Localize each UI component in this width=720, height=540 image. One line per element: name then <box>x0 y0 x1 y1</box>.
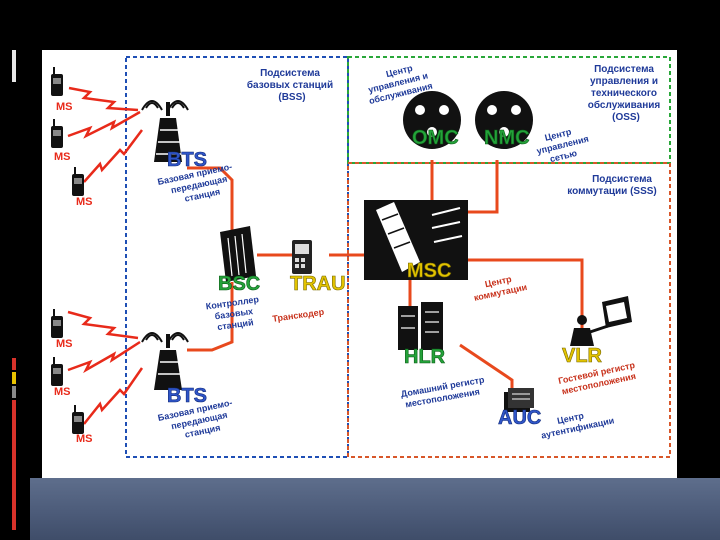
ms-label: MS <box>76 196 93 208</box>
auc-node: AUC Центр аутентификации <box>498 388 615 441</box>
slide-rule-top <box>12 50 16 82</box>
mobile-phone-icon <box>72 167 84 196</box>
slide-rule-gray <box>12 386 16 398</box>
gsm-architecture-diagram: Подсистема базовых станций (BSS) Подсист… <box>42 50 677 478</box>
server-rack-icon <box>220 226 256 282</box>
switching-center-icon <box>364 200 468 280</box>
person-monitor-icon <box>570 296 632 346</box>
link-nmc-msc <box>467 160 499 214</box>
radio-links <box>67 86 144 425</box>
ms-label: MS <box>76 433 93 445</box>
nmc-acronym: NMC <box>484 127 530 149</box>
bss-title-line2: базовых станций <box>247 79 333 91</box>
mobile-phone-icon <box>51 119 63 148</box>
msc-acronym: MSC <box>407 260 451 282</box>
vlr-node: VLR Гостевой регистр местоположения <box>557 296 637 396</box>
trau-node: TRAU Транскодер <box>272 240 346 324</box>
nmc-reel-icon <box>475 91 533 149</box>
bts-top-acronym: BTS <box>167 149 207 171</box>
mobile-phone-icon <box>51 309 63 338</box>
mobile-station-bottom-1: MS <box>51 309 73 350</box>
bss-title-line1: Подсистема <box>260 68 320 79</box>
antenna-tower-icon <box>141 332 189 390</box>
hlr-acronym: HLR <box>404 346 446 368</box>
bts-top: BTS Базовая приемо- передающая станция <box>141 100 233 204</box>
nmc-node: NMC Центр управления сетью <box>475 91 590 164</box>
mobile-phone-icon <box>51 357 63 386</box>
omc-node: OMC Центр управления и обслуживания <box>367 63 461 149</box>
ms-label: MS <box>56 338 73 350</box>
oss-title-line3: технического <box>591 88 657 99</box>
connection-lines <box>187 160 584 392</box>
antenna-tower-icon <box>141 100 189 162</box>
msc-node: MSC Центр коммутации <box>364 200 528 303</box>
oss-title-line1: Подсистема <box>594 64 654 75</box>
bsc-node: BSC Контроллер базовых станций <box>205 226 261 332</box>
sss-border <box>347 162 671 458</box>
oss-title-line5: (OSS) <box>612 112 640 123</box>
auc-acronym: AUC <box>498 407 541 429</box>
link-msc-vlr <box>467 258 584 330</box>
mobile-station-top-1: MS <box>51 67 73 113</box>
server-rack-icon <box>398 302 443 350</box>
link-bts-top-bsc <box>187 166 234 232</box>
document-stack-icon <box>504 388 534 412</box>
trau-acronym: TRAU <box>290 273 346 295</box>
sss-title-line1: Подсистема <box>592 174 652 185</box>
slide-footer-band <box>30 478 720 540</box>
slide-rule-yellow <box>12 372 16 384</box>
omc-acronym: OMC <box>412 127 459 149</box>
slide-rule-red <box>12 358 16 370</box>
mobile-station-bottom-2: MS <box>51 357 71 398</box>
oss-title-line4: обслуживания <box>588 99 661 111</box>
mobile-phone-icon <box>51 67 63 96</box>
ms-label: MS <box>54 151 71 163</box>
bts-bottom: BTS Базовая приемо- передающая станция <box>141 332 233 440</box>
mobile-station-top-2: MS <box>51 119 71 163</box>
ms-label: MS <box>56 101 73 113</box>
omc-reel-icon <box>403 91 461 149</box>
transcoder-icon <box>292 240 312 274</box>
mobile-phone-icon <box>72 405 84 434</box>
mobile-station-top-3: MS <box>72 167 93 208</box>
vlr-acronym: VLR <box>562 345 603 367</box>
mobile-station-bottom-3: MS <box>72 405 93 445</box>
bss-title: Подсистема базовых станций (BSS) <box>247 68 333 103</box>
bts-bottom-acronym: BTS <box>167 385 207 407</box>
bss-title-line3: (BSS) <box>278 92 305 103</box>
bsc-acronym: BSC <box>218 273 260 295</box>
oss-title-line2: управления и <box>590 76 658 87</box>
ms-label: MS <box>54 386 71 398</box>
trau-caption: Транскодер <box>272 307 325 324</box>
sss-title-line2: коммутации (SSS) <box>567 186 657 197</box>
link-bsc-bts-bottom <box>187 282 234 352</box>
sss-title: Подсистема коммутации (SSS) <box>567 174 657 197</box>
oss-title: Подсистема управления и технического обс… <box>588 64 661 123</box>
slide-rule-red-long <box>12 400 16 530</box>
